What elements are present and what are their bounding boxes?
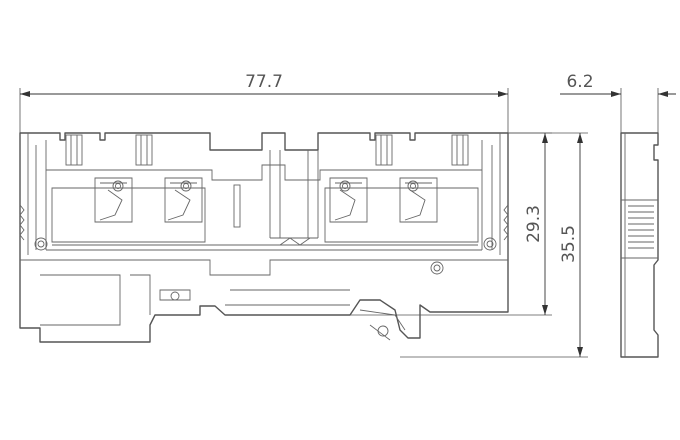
slot-4 [451, 134, 469, 166]
dim-overall-width-label: 77.7 [245, 72, 283, 92]
right-serration [503, 204, 509, 241]
inner-frame [46, 164, 482, 243]
body-outline [19, 132, 509, 343]
dim-side-width-label: 6.2 [566, 72, 593, 92]
clamp-1 [94, 177, 133, 223]
base-frame [20, 259, 508, 326]
slot-3 [375, 134, 393, 166]
side-view [620, 132, 659, 358]
mounting-hole-lower [430, 261, 444, 275]
clamp-4 [399, 177, 438, 223]
mounting-hole-left [34, 237, 48, 251]
slot-1 [65, 134, 83, 166]
slot-2 [135, 134, 153, 166]
right-wall [481, 133, 501, 255]
front-view [19, 132, 509, 343]
bus-bar [46, 244, 482, 251]
dim-inner-height-label: 29.3 [524, 205, 544, 243]
rail-clip [159, 289, 406, 341]
side-grip [628, 205, 654, 249]
dim-overall-height-label: 35.5 [559, 225, 579, 263]
centre-marker [233, 184, 241, 228]
dimension-lines [19, 88, 676, 358]
left-serration [19, 204, 25, 241]
side-outline [620, 132, 659, 358]
clamp-2 [164, 177, 203, 223]
clamp-3 [329, 177, 368, 223]
left-wall [27, 133, 47, 255]
centre-bridge [269, 150, 319, 246]
mounting-hole-right [483, 237, 497, 251]
